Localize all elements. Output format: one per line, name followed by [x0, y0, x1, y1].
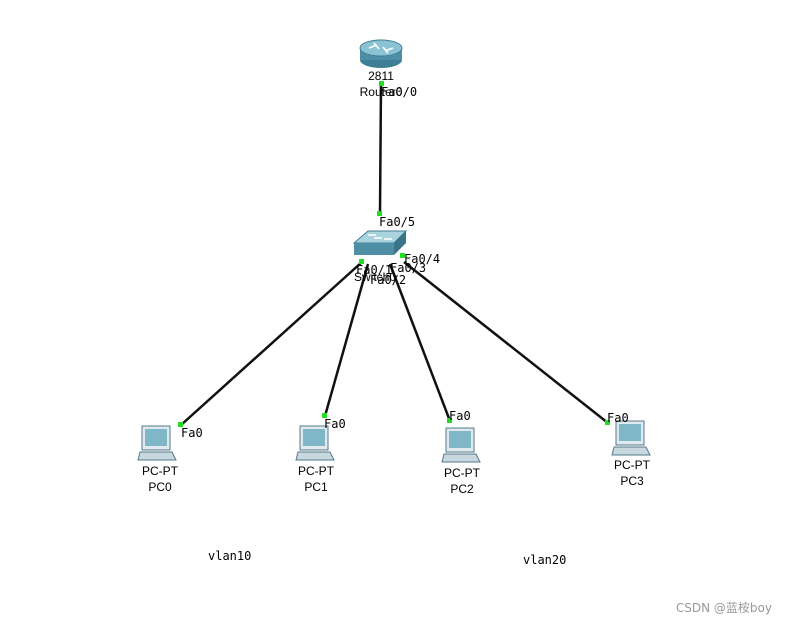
led-switch-fa0-4	[400, 253, 405, 258]
link-switch-pc1[interactable]	[323, 263, 370, 417]
pc3-type-label: PC-PT	[614, 458, 650, 472]
links	[180, 82, 609, 426]
link-router-switch[interactable]	[378, 82, 383, 214]
switch-port-fa0-2: Fa0/2	[370, 273, 407, 287]
vlan20-note: vlan20	[523, 553, 567, 567]
router-port-label: Fa0/0	[381, 85, 418, 99]
pc-icon[interactable]	[611, 420, 651, 456]
pc0-type-label: PC-PT	[142, 464, 178, 478]
led-pc0-fa0	[178, 422, 183, 427]
switch-port-fa0-3: Fa0/3	[390, 261, 427, 275]
pc0-name-label: PC0	[148, 480, 172, 494]
switch-port-fa0-5: Fa0/5	[379, 215, 416, 229]
switch-icon[interactable]	[352, 230, 408, 255]
led-router-fa0-0	[379, 81, 384, 86]
router-model-label: 2811	[368, 69, 394, 83]
switch-port-fa0-1: Fa0/1	[356, 263, 393, 277]
led-switch-fa0-5	[377, 211, 382, 216]
led-switch-fa0-1	[359, 259, 364, 264]
pc-icon[interactable]	[295, 425, 335, 461]
pc-icon[interactable]	[441, 427, 481, 463]
router-icon[interactable]	[359, 39, 403, 68]
vlan10-note: vlan10	[208, 549, 252, 563]
link-switch-pc0[interactable]	[180, 261, 363, 426]
pc2-port-label: Fa0	[449, 409, 471, 423]
switch-name-label: Switch0	[354, 270, 397, 284]
led-pc3-fa0	[605, 420, 610, 425]
pc3-name-label: PC3	[620, 474, 644, 488]
led-pc2-fa0	[447, 418, 452, 423]
link-switch-pc2[interactable]	[388, 263, 452, 422]
link-switch-pc3[interactable]	[403, 261, 609, 424]
router-name-label: Router0	[359, 85, 403, 99]
port-leds	[178, 81, 610, 427]
pc1-type-label: PC-PT	[298, 464, 334, 478]
pc2-name-label: PC2	[450, 482, 474, 496]
pc3-port-label: Fa0	[607, 411, 629, 425]
pc0-port-label: Fa0	[181, 426, 203, 440]
watermark: CSDN @蓝桉boy	[675, 601, 772, 615]
led-pc1-fa0	[322, 413, 327, 418]
pc1-port-label: Fa0	[324, 417, 346, 431]
switch-port-fa0-4: Fa0/4	[404, 252, 441, 266]
pc-icon[interactable]	[137, 425, 177, 461]
pc1-name-label: PC1	[304, 480, 328, 494]
pc2-type-label: PC-PT	[444, 466, 480, 480]
